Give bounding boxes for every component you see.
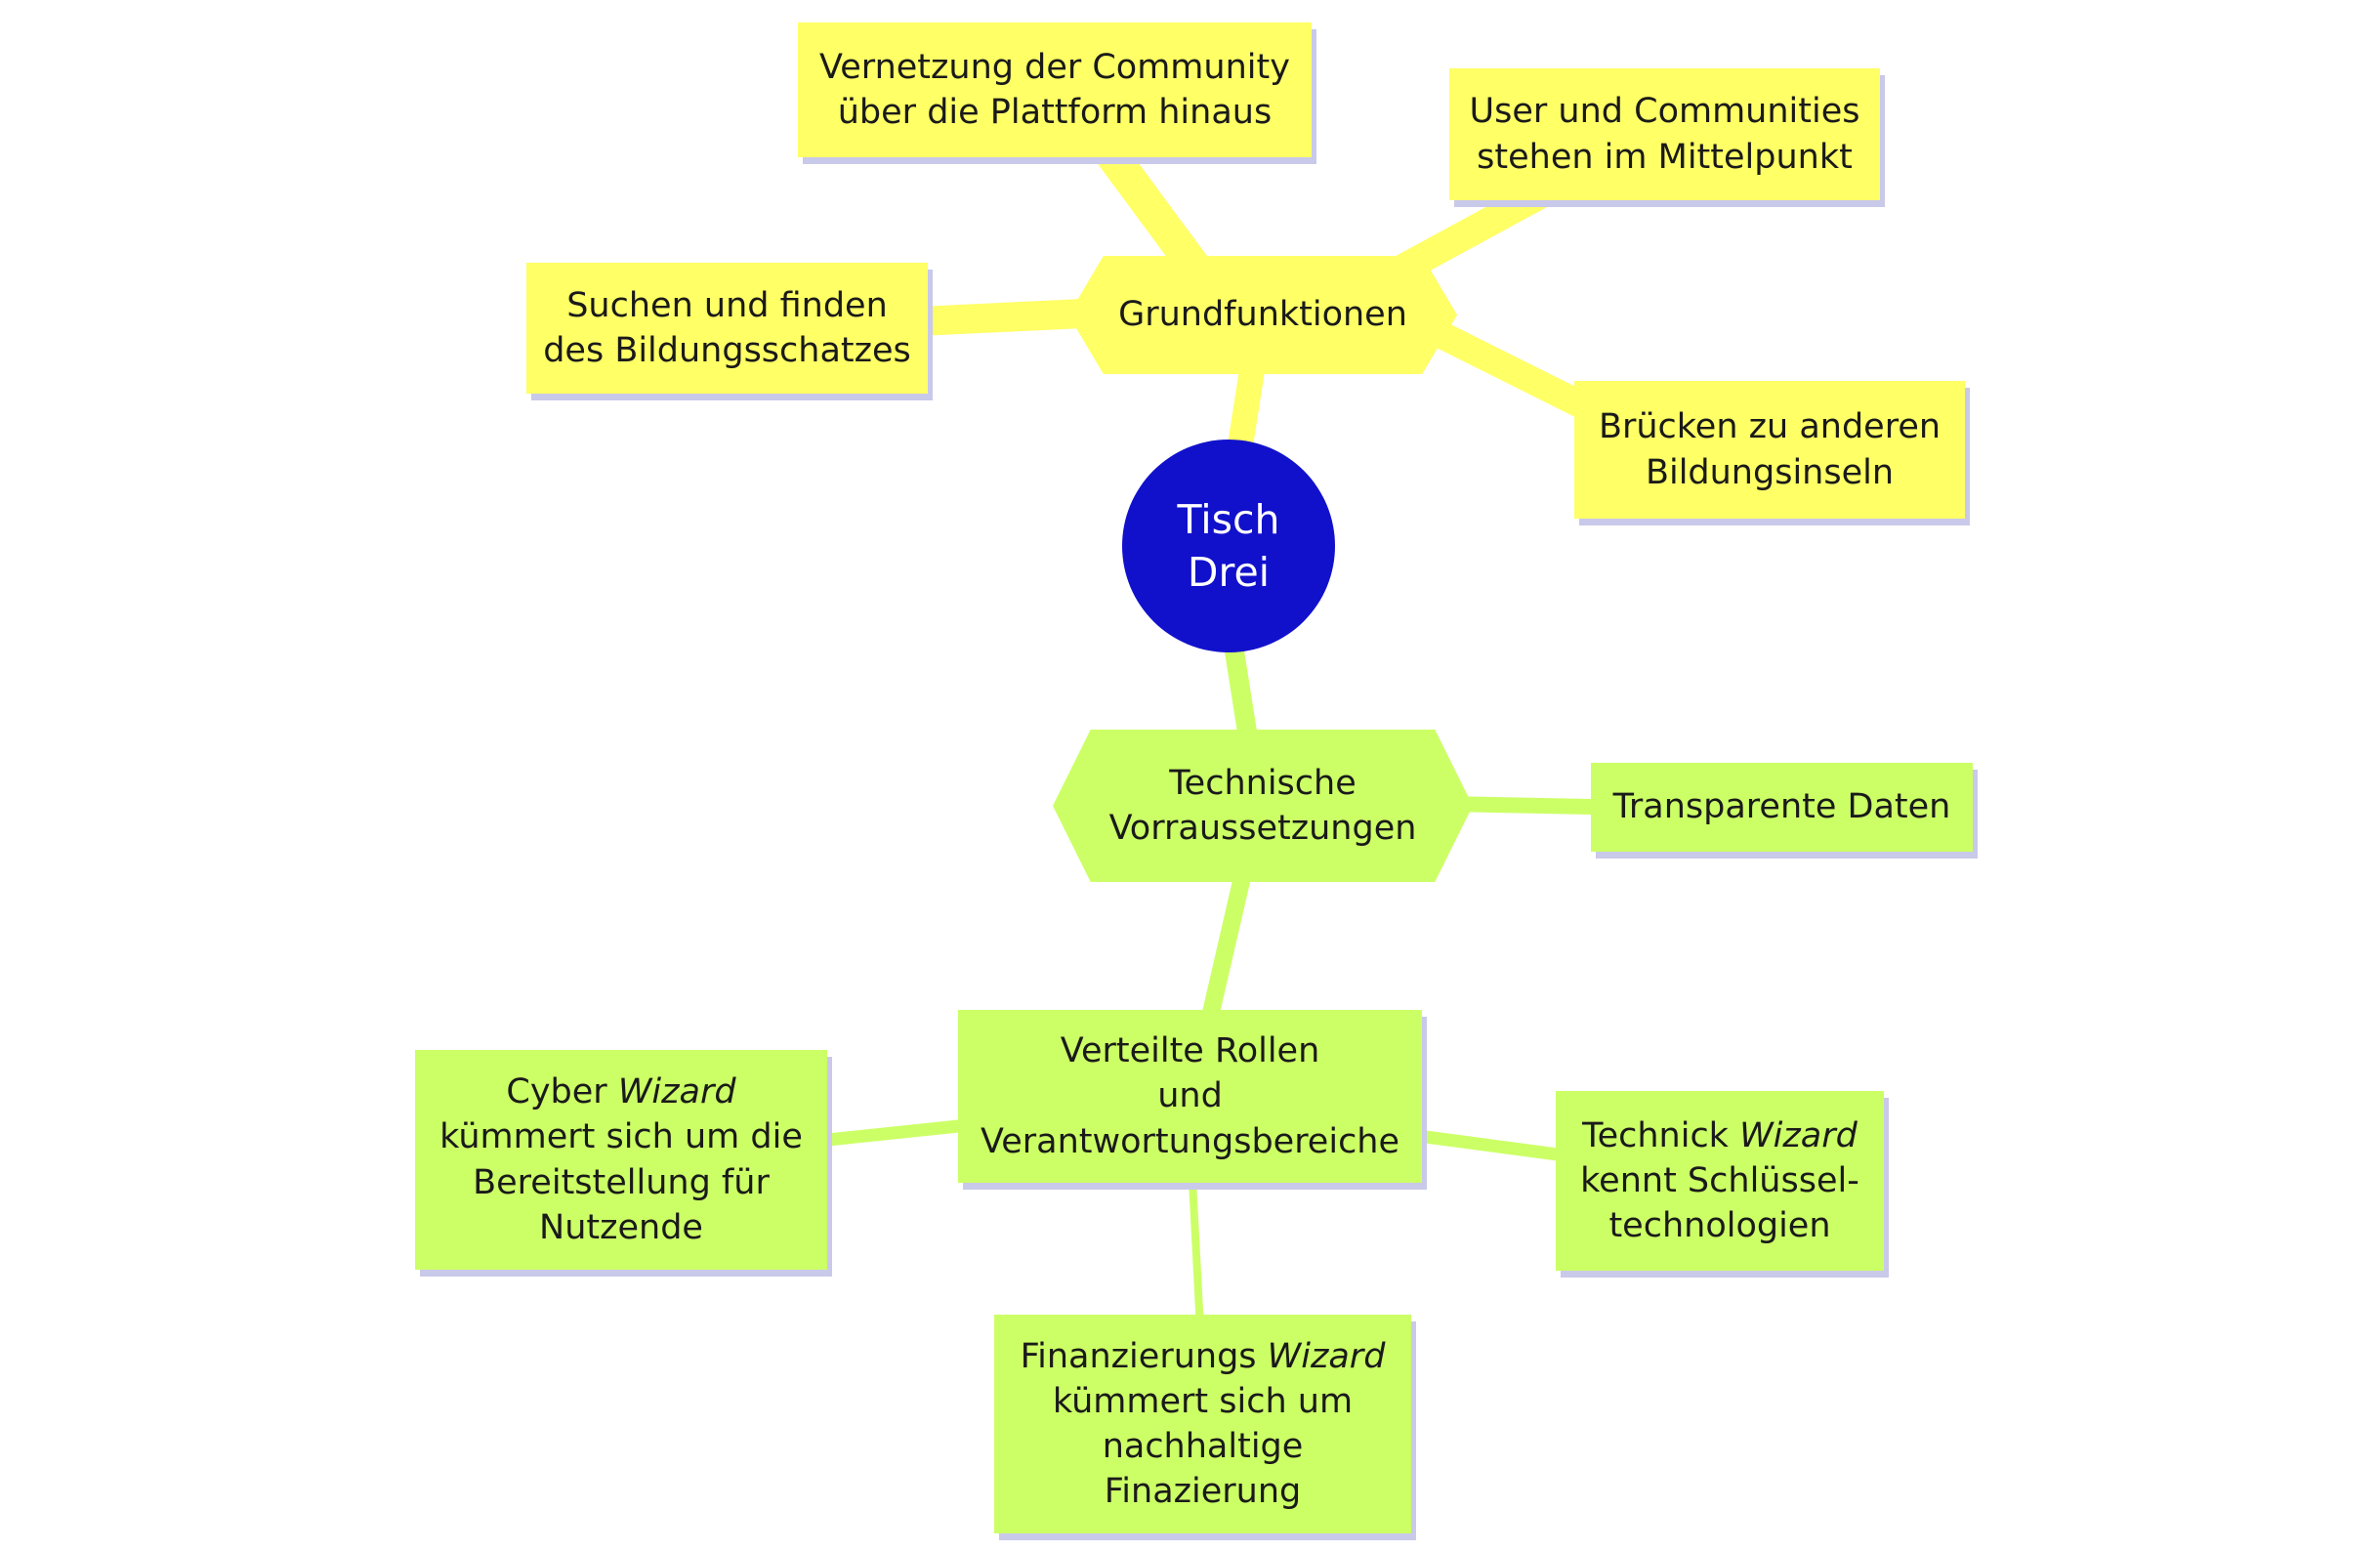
node-label: Technische Vorraussetzungen [1108,763,1417,848]
node-vernetzung-der-community[interactable]: Vernetzung der Community über die Plattf… [798,22,1312,157]
node-label: Suchen und finden des Bildungsschatzes [543,285,911,370]
node-label: Grundfunktionen [1118,295,1407,335]
node-label: Tisch Drei [1177,495,1280,596]
node-label: Technick Wizard kennt Schlüssel- technol… [1580,1115,1859,1246]
node-technick-wizard[interactable]: Technick Wizard kennt Schlüssel- technol… [1556,1091,1884,1271]
node-label: Verteilte Rollen und Verantwortungsberei… [980,1031,1400,1161]
node-user-und-communities[interactable]: User und Communities stehen im Mittelpun… [1449,68,1880,200]
node-bruecken-zu-anderen-bildungsinseln[interactable]: Brücken zu anderen Bildungsinseln [1574,381,1965,519]
node-label: User und Communities stehen im Mittelpun… [1469,92,1860,177]
node-label: Finanzierungs Wizard kümmert sich um nac… [1020,1336,1386,1512]
node-label: Brücken zu anderen Bildungsinseln [1598,407,1942,492]
node-center-tisch-drei[interactable]: Tisch Drei [1122,440,1335,652]
node-cyber-wizard[interactable]: Cyber Wizard kümmert sich um die Bereits… [415,1050,827,1270]
node-technische-vorraussetzungen[interactable]: Technische Vorraussetzungen [1053,730,1473,882]
node-transparente-daten[interactable]: Transparente Daten [1591,763,1973,852]
node-grundfunktionen[interactable]: Grundfunktionen [1068,256,1457,374]
node-verteilte-rollen[interactable]: Verteilte Rollen und Verantwortungsberei… [958,1010,1422,1183]
node-finanzierungs-wizard[interactable]: Finanzierungs Wizard kümmert sich um nac… [994,1315,1411,1533]
node-label: Cyber Wizard kümmert sich um die Bereits… [439,1072,803,1247]
node-label: Vernetzung der Community über die Plattf… [819,47,1290,132]
node-label: Transparente Daten [1612,787,1951,827]
node-suchen-und-finden[interactable]: Suchen und finden des Bildungsschatzes [526,263,928,394]
